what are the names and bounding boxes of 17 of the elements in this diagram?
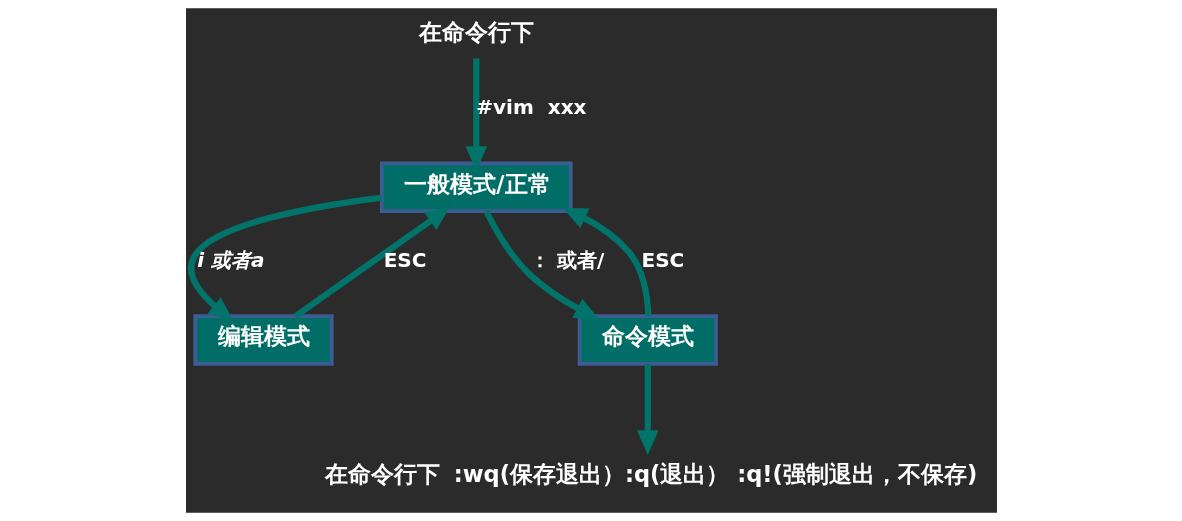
node-text: 在命令行下 (418, 19, 534, 46)
node-box: 一般模式/正常 (379, 161, 573, 213)
node-text: :wq(保存退出）:q(退出） :q!(强制退出，不保存) (453, 460, 977, 487)
arrow (636, 364, 659, 456)
arrow (561, 207, 651, 317)
arrow (483, 209, 599, 320)
edge-label: ESC (383, 248, 426, 273)
node-box: 命令模式 (577, 314, 718, 366)
node-label: 在命令行下 (324, 460, 440, 487)
edge-label: i 或者a (196, 248, 264, 273)
arrow (187, 194, 382, 322)
arrow (293, 206, 450, 319)
arrow (464, 58, 487, 172)
edge-label: #vim xxx (475, 95, 586, 120)
node-box: 编辑模式 (192, 314, 334, 366)
edge-label: ESC (641, 248, 684, 273)
edge-label: ： 或者/ (529, 248, 604, 273)
